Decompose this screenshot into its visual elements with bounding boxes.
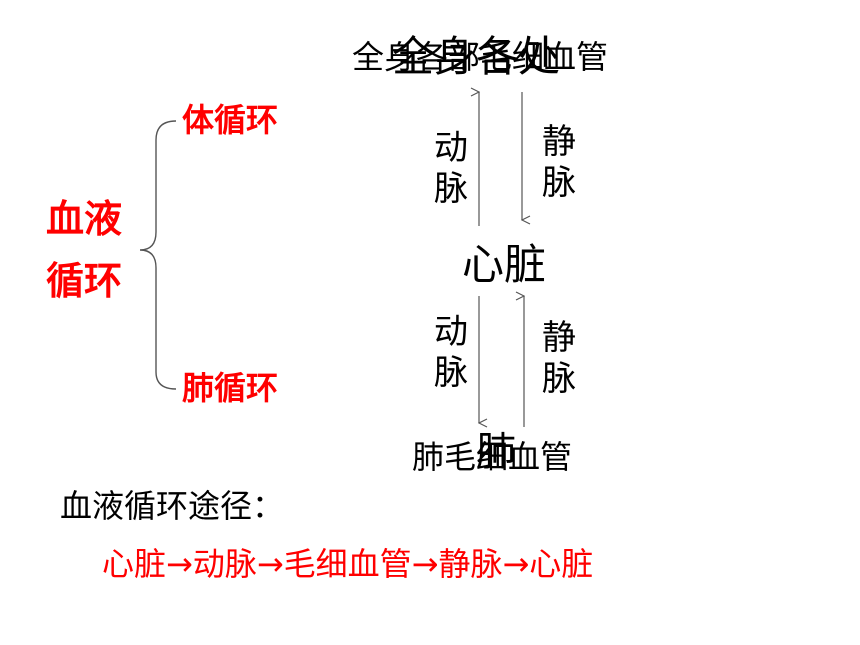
branch-systemic-circulation: 体循环 <box>182 101 279 139</box>
node-heart: 心脏 <box>462 240 547 289</box>
node-body-overlay: 全身各处 <box>392 32 561 81</box>
label-vein-bottom: 静脉 <box>542 318 576 399</box>
node-body-capillaries: 全身各部毛细血管 <box>352 38 609 76</box>
label-artery-bottom: 动脉 <box>434 312 468 393</box>
main-label-line1: 血液 <box>46 197 123 241</box>
brace-bracket <box>139 120 177 390</box>
pathway-sequence: 心脏→动脉→毛细血管→静脉→心脏 <box>102 545 594 583</box>
node-lung-capillaries: 肺毛细血管 <box>412 438 573 476</box>
main-label-line2: 循环 <box>46 259 123 303</box>
node-lung-overlay: 肺 <box>476 429 516 475</box>
pathway-heading: 血液循环途径： <box>60 487 285 525</box>
branch-pulmonary-circulation: 肺循环 <box>182 369 279 407</box>
label-vein-top: 静脉 <box>542 122 576 203</box>
label-artery-top: 动脉 <box>434 128 468 209</box>
